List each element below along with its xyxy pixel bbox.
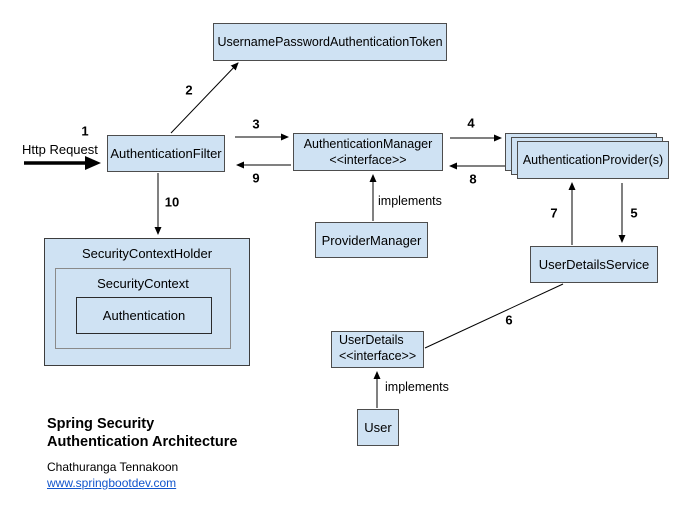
http-request-label: Http Request — [22, 142, 98, 157]
node-authentication-providers-stack: AuthenticationProvider(s) — [505, 133, 670, 180]
step-number-9: 9 — [252, 170, 260, 186]
step-number-1: 1 — [81, 123, 89, 139]
diagram-title-line2: Authentication Architecture — [47, 434, 238, 450]
step-number-6: 6 — [505, 312, 513, 328]
node-user-details-service: UserDetailsService — [530, 246, 658, 283]
step-number-2: 2 — [185, 82, 193, 98]
implements-label-user: implements — [385, 380, 449, 394]
node-username-password-authentication-token: UsernamePasswordAuthenticationToken — [213, 23, 447, 61]
node-authentication-provider: AuthenticationProvider(s) — [517, 141, 669, 179]
node-authentication-manager: AuthenticationManager <<interface>> — [293, 133, 443, 171]
step-number-8: 8 — [469, 171, 477, 187]
authentication-manager-name: AuthenticationManager — [303, 137, 433, 151]
node-user-details: UserDetails <<interface>> — [331, 331, 424, 368]
step-number-7: 7 — [550, 205, 558, 221]
line-step-6 — [424, 283, 564, 349]
step-number-5: 5 — [630, 205, 638, 221]
node-authentication: Authentication — [76, 297, 212, 334]
node-authentication-filter: AuthenticationFilter — [107, 135, 225, 172]
node-provider-manager: ProviderManager — [315, 222, 428, 258]
diagram-title-line1: Spring Security — [47, 416, 155, 432]
footer: Spring Security Authentication Architect… — [47, 415, 237, 492]
node-security-context: SecurityContext Authentication — [55, 268, 231, 349]
authentication-manager-stereotype: <<interface>> — [329, 153, 407, 167]
step-number-3: 3 — [252, 116, 260, 132]
user-details-name: UserDetails — [339, 333, 404, 347]
author-name: Chathuranga Tennakoon — [47, 460, 179, 474]
security-context-label: SecurityContext — [97, 276, 189, 291]
website-link[interactable]: www.springbootdev.com — [47, 476, 177, 490]
node-user: User — [357, 409, 399, 446]
security-context-holder-label: SecurityContextHolder — [81, 246, 213, 261]
implements-label-provider-manager: implements — [378, 194, 442, 208]
http-request-arrowhead — [85, 156, 101, 170]
step-number-10: 10 — [164, 194, 180, 210]
arrow-step-2 — [170, 62, 239, 134]
node-security-context-holder: SecurityContextHolder SecurityContext Au… — [44, 238, 250, 366]
step-number-4: 4 — [467, 115, 475, 131]
user-details-stereotype: <<interface>> — [339, 349, 417, 363]
